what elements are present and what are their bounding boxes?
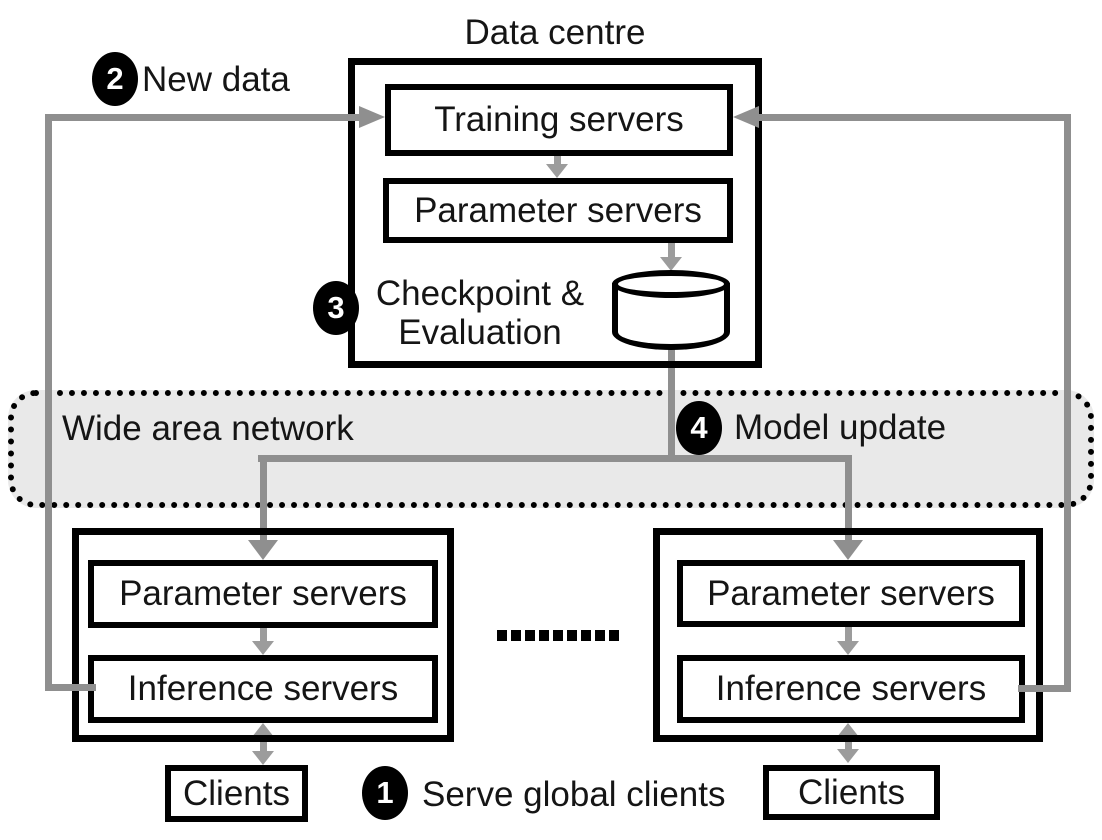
parameter-servers-box-datacentre: Parameter servers — [383, 178, 733, 243]
training-to-parameter-arrowhead-icon — [546, 164, 568, 178]
cluster-right-inference-servers-box: Inference servers — [677, 655, 1025, 723]
cluster-left-parameter-servers-box: Parameter servers — [88, 560, 438, 628]
new-data-line-stub — [45, 684, 96, 691]
step-2-badge: 2 — [92, 52, 138, 106]
cluster-right-clients-box: Clients — [763, 765, 940, 820]
training-servers-label: Training servers — [434, 100, 684, 139]
step-4-number: 4 — [690, 410, 708, 445]
new-data-line-horizontal — [45, 114, 359, 121]
step-4-badge: 4 — [676, 401, 722, 455]
cluster-right-box — [653, 528, 1043, 742]
step-1-badge: 1 — [362, 766, 408, 820]
cluster-left-param-to-inference-arrow — [260, 628, 267, 642]
checkpoint-evaluation-label: Checkpoint & Evaluation — [352, 274, 608, 352]
cluster-left-param-to-inference-arrowhead-icon — [252, 641, 274, 655]
model-update-line-horizontal — [258, 455, 852, 462]
cluster-right-parameter-servers-label: Parameter servers — [707, 573, 995, 613]
parameter-to-database-arrow — [668, 243, 675, 259]
parameter-servers-label: Parameter servers — [414, 190, 702, 230]
new-data-arrowhead-icon — [359, 106, 385, 128]
model-sync-arrowhead-icon — [733, 106, 759, 128]
datacentre-box — [348, 58, 762, 368]
training-to-parameter-arrow — [554, 156, 561, 167]
new-data-label: New data — [142, 60, 290, 99]
cluster-right-clients-label: Clients — [798, 772, 905, 812]
model-update-label: Model update — [734, 408, 947, 447]
model-update-arrowhead-left-icon — [248, 540, 278, 560]
wan-label: Wide area network — [62, 409, 354, 448]
serve-global-clients-label: Serve global clients — [422, 775, 726, 814]
cluster-right-inference-servers-label: Inference servers — [715, 669, 987, 708]
step-1-number: 1 — [376, 775, 394, 810]
training-servers-box: Training servers — [385, 84, 733, 156]
cluster-left-clients-label: Clients — [183, 773, 290, 813]
clients-left-up-arrowhead-icon — [252, 723, 274, 737]
step-3-number: 3 — [327, 290, 345, 325]
cluster-left-inference-servers-box: Inference servers — [88, 655, 438, 723]
clients-right-double-arrow — [845, 735, 852, 751]
clients-left-double-arrow — [260, 735, 267, 753]
model-sync-line-horizontal — [759, 114, 1071, 121]
model-update-arrowhead-right-icon — [833, 540, 863, 560]
clients-left-down-arrowhead-icon — [252, 751, 274, 765]
model-update-line-from-database — [668, 346, 675, 462]
checkpoint-label-line1: Checkpoint & — [375, 274, 585, 313]
cluster-left-box — [72, 528, 454, 742]
cluster-right-param-to-inference-arrowhead-icon — [837, 641, 859, 655]
step-3-badge: 3 — [313, 281, 359, 335]
cluster-right-parameter-servers-box: Parameter servers — [677, 560, 1025, 627]
model-sync-line-vertical — [1064, 114, 1071, 692]
datacentre-title: Data centre — [464, 13, 646, 52]
clients-right-down-arrowhead-icon — [837, 749, 859, 763]
database-icon — [612, 270, 730, 350]
checkpoint-label-line2: Evaluation — [398, 313, 562, 352]
cluster-right-param-to-inference-arrow — [845, 627, 852, 642]
cluster-left-parameter-servers-label: Parameter servers — [119, 574, 407, 613]
model-sync-line-stub — [1018, 685, 1071, 692]
step-2-number: 2 — [106, 61, 124, 96]
wide-area-network-band — [8, 390, 1094, 508]
ellipsis-icon — [497, 630, 619, 641]
model-update-drop-left — [260, 455, 267, 543]
cluster-left-inference-servers-label: Inference servers — [127, 669, 399, 708]
cluster-left-clients-box: Clients — [165, 765, 308, 822]
new-data-line-vertical — [45, 114, 52, 691]
parameter-to-database-arrowhead-icon — [660, 257, 682, 271]
model-update-drop-right — [845, 455, 852, 543]
clients-right-up-arrowhead-icon — [837, 723, 859, 737]
